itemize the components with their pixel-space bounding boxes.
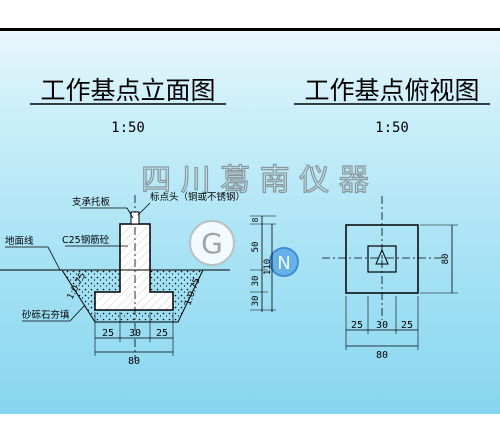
label-benchmark-head: 标点头（铜或不锈钢） (150, 191, 245, 203)
plan-inner-square (367, 245, 397, 273)
logo-g-letter: G (201, 227, 223, 260)
dim-bottom-25a: 25 (102, 328, 114, 339)
logo: G N (189, 220, 299, 277)
left-scale: 1:50 (111, 120, 145, 136)
left-title: 工作基点立面图 (40, 76, 215, 105)
logo-g-circle (189, 220, 235, 266)
dim-bottom-80: 80 (128, 356, 140, 367)
plan-outer-square (345, 224, 419, 294)
plan-dim-25b: 25 (401, 320, 413, 331)
plan-dim-right-80: 80 (441, 254, 451, 265)
logo-n-letter: N (277, 253, 290, 274)
plan-dim-25a: 25 (351, 320, 363, 331)
label-concrete: C25钢筋砼 (62, 234, 110, 246)
dim-right-8: 8 (251, 217, 260, 222)
plan-dim-30: 30 (376, 320, 388, 331)
label-support: 支承托板 (72, 196, 111, 208)
dim-right-30a: 30 (251, 276, 261, 287)
dim-bottom-25b: 25 (156, 328, 168, 339)
right-scale: 1:50 (375, 120, 409, 136)
dim-right-30b: 30 (251, 296, 261, 307)
dim-bottom-30: 30 (129, 328, 141, 339)
gravel-leader-2 (69, 304, 86, 322)
right-title: 工作基点俯视图 (304, 76, 479, 105)
concrete-hatch (95, 224, 173, 310)
elevation-drawing: 支承托板 标点头（铜或不锈钢） C25钢筋砼 地面线 砂砾石夯填 1:0.75 … (0, 191, 276, 367)
label-ground-line: 地面线 (5, 235, 34, 247)
dim-right-50: 50 (251, 242, 261, 253)
plan-drawing: 25 30 25 80 80 (322, 196, 458, 361)
watermark-text: 四 川 葛 南 仪 器 (141, 163, 369, 198)
ground-leader-2 (47, 246, 61, 271)
benchmark-head (130, 211, 140, 225)
plan-dim-80: 80 (376, 350, 388, 361)
head-leader (137, 202, 151, 216)
logo-n-circle (269, 247, 299, 277)
support-leader-2 (126, 207, 134, 219)
dim-right-110: 110 (263, 259, 273, 275)
label-gravel: 砂砾石夯填 (22, 309, 70, 321)
bottom-strip (0, 414, 500, 429)
plan-benchmark-triangle (375, 248, 389, 265)
